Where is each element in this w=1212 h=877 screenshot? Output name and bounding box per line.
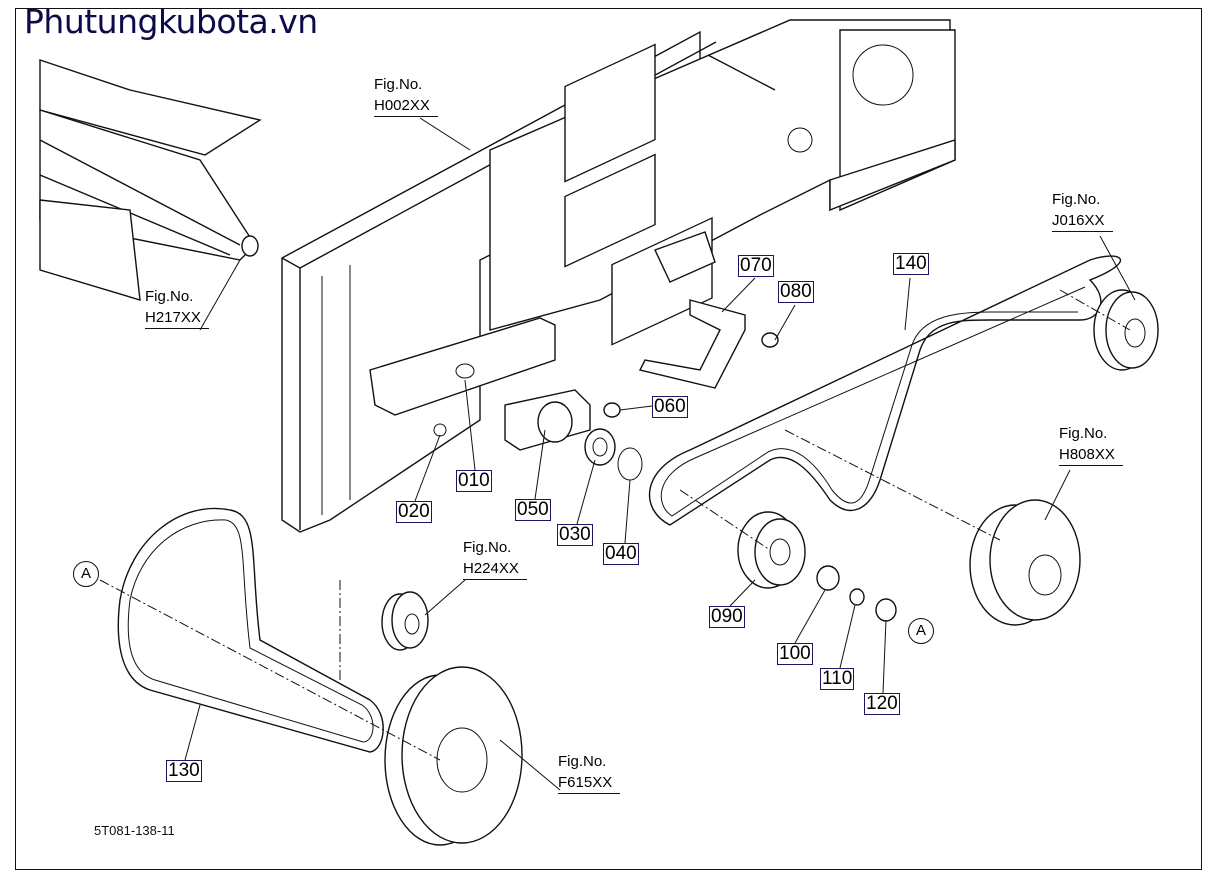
fig-label: Fig.No. <box>374 76 423 93</box>
fig-label: Fig.No. <box>145 288 194 305</box>
fig-label: Fig.No. <box>1052 191 1101 208</box>
part-label-040[interactable]: 040 <box>603 543 639 565</box>
pulley-f615 <box>384 666 523 846</box>
part-label-080[interactable]: 080 <box>778 281 814 303</box>
part-label-030[interactable]: 030 <box>557 524 593 546</box>
fig-label: Fig.No. <box>1059 425 1108 442</box>
auger-assembly <box>39 59 262 301</box>
fig-code: J016XX <box>1052 210 1113 232</box>
part-label-050[interactable]: 050 <box>515 499 551 521</box>
leader-lines <box>99 117 1136 791</box>
part-label-140[interactable]: 140 <box>893 253 929 275</box>
part-label-060[interactable]: 060 <box>652 396 688 418</box>
fig-code: H808XX <box>1059 444 1123 466</box>
fig-ref-j016[interactable]: Fig.No. J016XX <box>1052 189 1113 232</box>
diagram-code: 5T081-138-11 <box>94 823 175 838</box>
arm-bracket <box>638 231 779 389</box>
fig-code: H217XX <box>145 307 209 329</box>
part-label-010[interactable]: 010 <box>456 470 492 492</box>
fig-code: H224XX <box>463 558 527 580</box>
fig-ref-h002[interactable]: Fig.No. H002XX <box>374 74 438 117</box>
part-label-110[interactable]: 110 <box>820 668 855 690</box>
part-label-070[interactable]: 070 <box>738 255 774 277</box>
pulley-h224 <box>381 591 429 651</box>
bearing-housing <box>504 389 643 481</box>
connector-mark-a: A <box>73 561 99 587</box>
fig-ref-f615[interactable]: Fig.No. F615XX <box>558 751 621 794</box>
diagram-frame <box>15 8 1202 870</box>
part-label-020[interactable]: 020 <box>396 501 432 523</box>
bracket-plate <box>369 317 556 437</box>
fig-code: H002XX <box>374 95 438 117</box>
part-label-130[interactable]: 130 <box>166 760 202 782</box>
part-label-090[interactable]: 090 <box>709 606 745 628</box>
part-label-120[interactable]: 120 <box>864 693 900 715</box>
fig-ref-h217[interactable]: Fig.No. H217XX <box>145 286 209 329</box>
fig-ref-h224[interactable]: Fig.No. H224XX <box>463 537 527 580</box>
watermark-logo: Phutungkubota.vn <box>24 2 318 41</box>
pulley-090 <box>737 511 897 622</box>
connector-mark-a: A <box>908 618 934 644</box>
fig-label: Fig.No. <box>463 539 512 556</box>
pulley-h808 <box>969 499 1081 626</box>
pulley-j016 <box>1093 289 1159 371</box>
fig-code: F615XX <box>558 772 621 794</box>
part-label-100[interactable]: 100 <box>777 643 813 665</box>
fig-label: Fig.No. <box>558 753 607 770</box>
fig-ref-h808[interactable]: Fig.No. H808XX <box>1059 423 1123 466</box>
